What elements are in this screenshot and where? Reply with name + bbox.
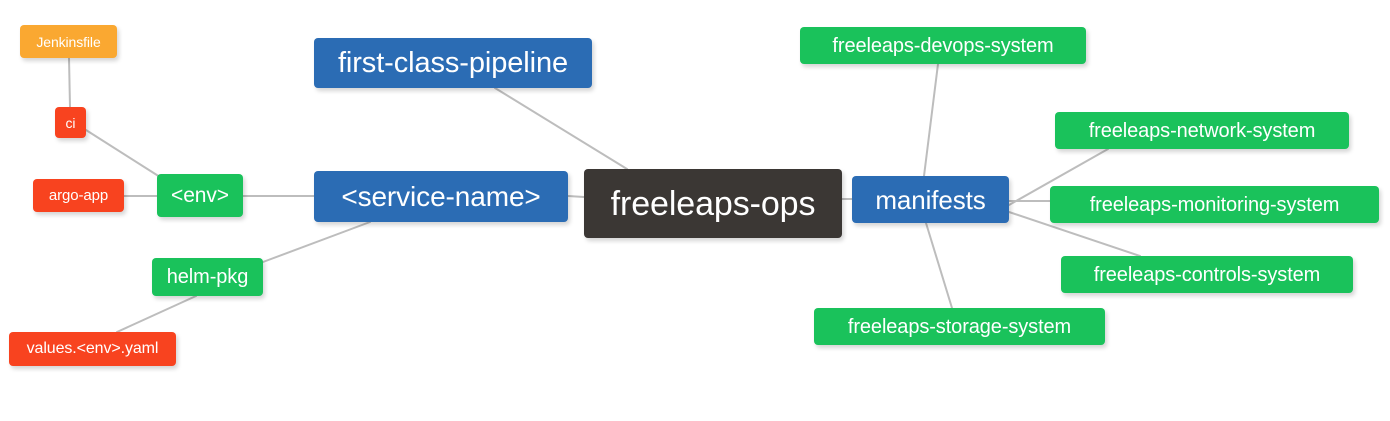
mindmap-node-ci[interactable]: ci [55, 107, 86, 138]
mindmap-node-freeleaps-monitoring-system[interactable]: freeleaps-monitoring-system [1050, 186, 1379, 223]
mindmap-node-freeleaps-ops[interactable]: freeleaps-ops [584, 169, 842, 238]
mindmap-node-label: values.<env>.yaml [26, 340, 159, 357]
mindmap-node-label: freeleaps-monitoring-system [1089, 193, 1340, 216]
mindmap-node-freeleaps-devops-system[interactable]: freeleaps-devops-system [800, 27, 1086, 64]
mindmap-node-label: freeleaps-controls-system [1093, 263, 1321, 286]
mindmap-node-label: first-class-pipeline [337, 46, 569, 79]
mindmap-node-label: <env> [171, 184, 229, 207]
mindmap-node-label: manifests [875, 184, 986, 215]
mindmap-node-jenkinsfile[interactable]: Jenkinsfile [20, 25, 117, 58]
mindmap-node-freeleaps-network-system[interactable]: freeleaps-network-system [1055, 112, 1349, 149]
mindmap-node-argo-app[interactable]: argo-app [33, 179, 124, 212]
mindmap-node-env[interactable]: <env> [157, 174, 243, 217]
mindmap-node-label: freeleaps-ops [610, 184, 816, 223]
mindmap-node-service-name[interactable]: <service-name> [314, 171, 568, 222]
mindmap-node-freeleaps-controls-system[interactable]: freeleaps-controls-system [1061, 256, 1353, 293]
mindmap-node-freeleaps-storage-system[interactable]: freeleaps-storage-system [814, 308, 1105, 345]
mindmap-node-label: helm-pkg [166, 266, 249, 288]
mindmap-node-label: freeleaps-storage-system [847, 315, 1072, 338]
mindmap-node-first-class-pipeline[interactable]: first-class-pipeline [314, 38, 592, 88]
mindmap-node-label: <service-name> [341, 180, 541, 212]
mindmap-node-label: Jenkinsfile [36, 33, 101, 50]
mindmap-node-label: freeleaps-network-system [1088, 119, 1316, 142]
mindmap-node-label: ci [65, 114, 76, 131]
mindmap-node-manifests[interactable]: manifests [852, 176, 1009, 223]
mindmap-node-values-env-yaml[interactable]: values.<env>.yaml [9, 332, 176, 366]
mindmap-node-label: argo-app [48, 187, 109, 204]
mindmap-node-helm-pkg[interactable]: helm-pkg [152, 258, 263, 296]
mindmap-node-label: freeleaps-devops-system [832, 34, 1054, 57]
